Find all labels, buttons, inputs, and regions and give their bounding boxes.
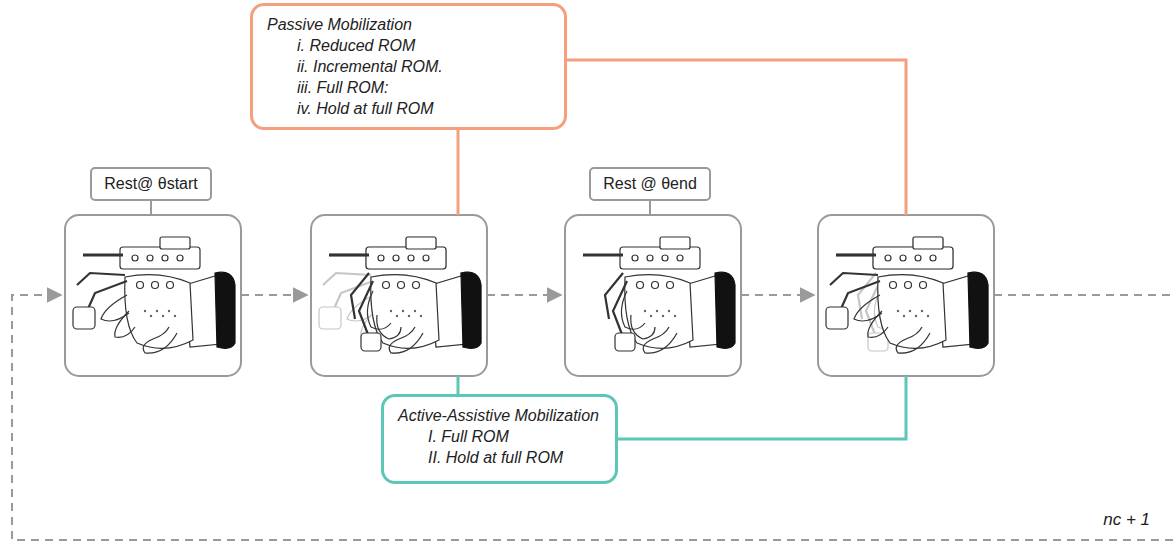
box-heading: Active-Assistive Mobilization <box>398 405 599 426</box>
hand-exoskeleton-panel <box>565 215 741 376</box>
leader-line <box>567 60 906 215</box>
leader-line <box>649 201 651 215</box>
hand-exoskeleton-panel <box>818 215 994 376</box>
list-item: iv. Hold at full ROM <box>267 98 546 119</box>
passive-mobilization-box: Passive Mobilizationi. Reduced ROMii. In… <box>250 3 567 130</box>
leader-line <box>457 130 460 215</box>
rest-label: Rest@ θstart <box>104 174 198 194</box>
list-item: I. Full ROM <box>398 426 599 447</box>
rest-end-box: Rest @ θend <box>589 167 711 201</box>
flow-arrow <box>741 294 814 296</box>
rest-label: Rest @ θend <box>603 174 697 194</box>
list-item: iii. Full ROM: <box>267 77 546 98</box>
flow-arrow <box>12 295 1173 540</box>
leader-line <box>150 201 152 215</box>
list-item: II. Hold at full ROM <box>398 447 599 468</box>
loop-count-label: nc + 1 <box>1100 510 1153 530</box>
hand-exoskeleton-panel <box>65 215 241 376</box>
flow-arrow <box>241 294 307 296</box>
hand-exoskeleton-panel <box>311 215 487 376</box>
box-heading: Passive Mobilization <box>267 14 546 35</box>
rest-start-box: Rest@ θstart <box>90 167 212 201</box>
active-assistive-box: Active-Assistive MobilizationI. Full ROM… <box>381 394 618 484</box>
leader-line <box>457 376 460 394</box>
list-item: i. Reduced ROM <box>267 35 546 56</box>
flow-arrow <box>994 294 1173 296</box>
list-item: ii. Incremental ROM. <box>267 56 546 77</box>
flow-arrow <box>487 294 561 296</box>
leader-line <box>618 376 906 439</box>
